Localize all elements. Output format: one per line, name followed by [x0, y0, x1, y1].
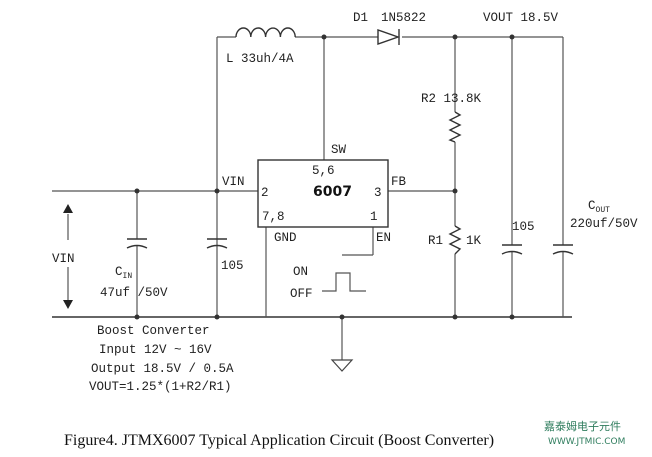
- cout-label: COUT: [588, 199, 610, 215]
- diode-symbol: [377, 29, 401, 45]
- vin-input-label: VIN: [52, 252, 75, 266]
- vin-arrow-icon: [63, 204, 73, 309]
- cin-value-label: 47uf /50V: [100, 286, 168, 300]
- resistor-r1-symbol: [448, 225, 462, 255]
- chip-pin-2: 2: [261, 186, 269, 200]
- inductor-label: L 33uh/4A: [226, 52, 294, 66]
- diode-part-label: 1N5822: [381, 11, 426, 25]
- note-title: Boost Converter: [97, 324, 210, 338]
- watermark-text: 嘉泰姆电子元件: [544, 419, 621, 433]
- resistor-r2-symbol: [448, 111, 462, 143]
- chip-body: [257, 159, 389, 228]
- c105-left-label: 105: [221, 259, 244, 273]
- note-output: Output 18.5V / 0.5A: [91, 362, 234, 376]
- c105-right-label: 105: [512, 220, 535, 234]
- vin-pin-label: VIN: [222, 175, 245, 189]
- note-input: Input 12V ~ 16V: [99, 343, 212, 357]
- cout-value-label: 220uf/50V: [570, 217, 638, 231]
- gnd-pin-label: GND: [274, 231, 297, 245]
- capacitor-105-right-symbol: [501, 244, 523, 255]
- inductor-symbol: [235, 27, 296, 38]
- r1-label: R1: [428, 234, 443, 248]
- off-label: OFF: [290, 287, 313, 301]
- sw-pin-label: SW: [331, 143, 347, 157]
- capacitor-cin-symbol: [126, 238, 148, 249]
- wires: [52, 36, 572, 360]
- note-formula: VOUT=1.25*(1+R2/R1): [89, 380, 232, 394]
- fb-pin-label: FB: [391, 175, 407, 189]
- capacitor-105-left-symbol: [206, 238, 228, 249]
- en-pin-label: EN: [376, 231, 391, 245]
- cin-label: CIN: [115, 265, 132, 281]
- chip-pin-1: 1: [370, 210, 378, 224]
- figure-caption: Figure4. JTMX6007 Typical Application Ci…: [64, 432, 494, 449]
- chip-name: 6007: [313, 184, 352, 200]
- on-label: ON: [293, 265, 308, 279]
- chip-pin-3: 3: [374, 186, 382, 200]
- ground-icon: [330, 359, 354, 372]
- watermark-url: WWW.JTMIC.COM: [548, 437, 625, 447]
- enable-pulse-icon: [322, 272, 366, 292]
- vout-label: VOUT 18.5V: [483, 11, 559, 25]
- chip-pins-top: 5,6: [312, 164, 335, 178]
- chip-pins-bottom: 7,8: [262, 210, 285, 224]
- r1-value-label: 1K: [466, 234, 482, 248]
- junction-dots: [134, 34, 515, 320]
- r2-label: R2 13.8K: [421, 92, 482, 106]
- capacitor-cout-symbol: [552, 244, 574, 255]
- diode-label: D1: [353, 11, 368, 25]
